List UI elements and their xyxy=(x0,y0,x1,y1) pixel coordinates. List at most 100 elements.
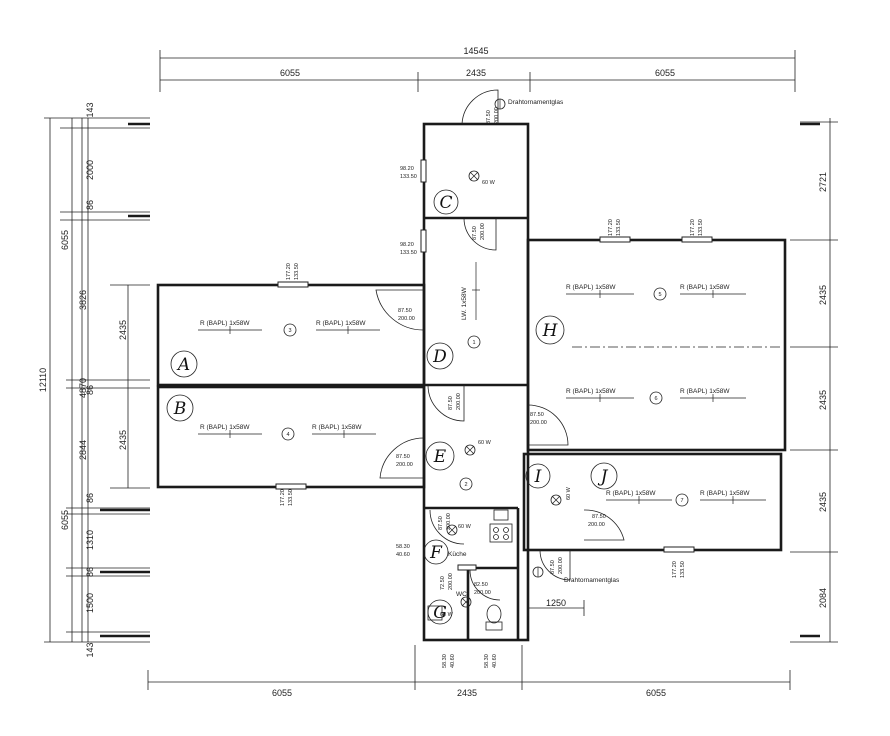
kitchen-door-height: 200.00 xyxy=(446,513,452,530)
window-h-2 xyxy=(681,236,713,243)
door-wc xyxy=(469,569,501,601)
j-door-height: 200.00 xyxy=(588,522,605,528)
zone-b: B xyxy=(173,399,187,419)
room-number-1: 1 xyxy=(472,340,475,346)
doors xyxy=(375,89,625,601)
dim-1250-group: 1250 xyxy=(527,598,585,616)
bulb-e-icon xyxy=(464,444,476,456)
window-kitchen xyxy=(457,564,477,571)
stove-icon xyxy=(489,523,513,543)
lamp-label-a1: R (BAPL) 1x58W xyxy=(200,320,250,327)
left-dimensions: 12110 6055 6055 3826 4870 2844 143 2000 … xyxy=(38,102,150,658)
bot-window1-width: 58.30 xyxy=(442,654,448,668)
zone-i: I xyxy=(534,467,542,487)
h-window1-height: 133.50 xyxy=(616,219,622,236)
bulb-outside-bottom-icon xyxy=(532,566,544,578)
lamp-label-b1: R (BAPL) 1x58W xyxy=(200,424,250,431)
window-j xyxy=(663,546,695,553)
room-number-4: 4 xyxy=(286,432,289,438)
dim-bottom-right: 6055 xyxy=(646,688,666,698)
d-door-width: 87.50 xyxy=(448,396,454,410)
dim-2435-r2: 2435 xyxy=(818,390,828,410)
wc-label: WC xyxy=(456,591,467,598)
walls xyxy=(156,122,787,642)
j-door-width: 87.50 xyxy=(592,514,606,520)
window-c xyxy=(420,159,427,183)
corr-window-width: 98.20 xyxy=(400,242,414,248)
door-d xyxy=(427,384,465,422)
zone-letters: A B C D E F G H I J xyxy=(166,189,618,625)
a-window-height: 133.50 xyxy=(294,263,300,280)
dim-86-d: 86 xyxy=(85,567,95,577)
dim-total-height: 12110 xyxy=(38,368,48,392)
room-number-7: 7 xyxy=(680,498,683,504)
b-window-height: 133.50 xyxy=(288,489,294,506)
toilet-icon xyxy=(486,604,502,624)
dim-2000: 2000 xyxy=(85,160,95,180)
kitchen-window-width: 58.30 xyxy=(396,544,410,550)
dim-bottom-middle: 2435 xyxy=(457,688,477,698)
room-number-2: 2 xyxy=(464,482,467,488)
washbasin-icon xyxy=(427,605,443,621)
a-window-width: 177.20 xyxy=(286,263,292,280)
right-dimensions: 2721 2435 2435 2435 2084 xyxy=(790,118,838,643)
bulb-e-label: 60 W xyxy=(478,440,492,446)
dim-total-width: 14545 xyxy=(463,46,488,56)
door-kitchen xyxy=(429,509,465,545)
top-dimensions: 14545 6055 2435 6055 xyxy=(159,46,796,92)
window-corridor xyxy=(420,229,427,253)
dim-86-c: 86 xyxy=(85,493,95,503)
bulb-j-label: 60 W xyxy=(566,486,572,500)
lamp-label-b2: R (BAPL) 1x58W xyxy=(312,424,362,431)
a-door-width: 87.50 xyxy=(398,308,412,314)
a-door-height: 200.00 xyxy=(398,316,415,322)
lamp-label-h1: R (BAPL) 1x58W xyxy=(566,284,616,291)
bottom-dimensions: 6055 2435 6055 xyxy=(147,645,791,698)
bulb-kitchen-label: 60 W xyxy=(458,524,472,530)
wc-door-height: 200.00 xyxy=(474,590,491,596)
c-door-height: 200.00 xyxy=(480,223,486,240)
h-window1-width: 177.20 xyxy=(608,219,614,236)
bot-window2-width: 58.30 xyxy=(484,654,490,668)
zone-g: G xyxy=(433,603,447,623)
dim-86-a: 86 xyxy=(85,200,95,210)
dim-2435-a: 2435 xyxy=(118,320,128,340)
c-door-width: 87.50 xyxy=(472,226,478,240)
lights: R (BAPL) 1x58W R (BAPL) 1x58W R (BAPL) 1… xyxy=(198,262,766,504)
bulb-outside-top-icon xyxy=(494,98,506,110)
dim-2084: 2084 xyxy=(818,588,828,608)
zone-f: F xyxy=(429,543,443,563)
h-window2-height: 133.50 xyxy=(698,219,704,236)
zone-h: H xyxy=(542,321,559,341)
bulb-wc-label: 60 W xyxy=(440,612,454,618)
dim-2435-b: 2435 xyxy=(118,430,128,450)
dim-2435-r3: 2435 xyxy=(818,492,828,512)
dim-left-upper: 6055 xyxy=(60,230,70,250)
dim-4870: 4870 xyxy=(78,378,88,398)
out-door-width: 87.50 xyxy=(550,560,556,574)
dim-bottom-left: 6055 xyxy=(272,688,292,698)
door-j xyxy=(583,509,625,541)
zone-d: D xyxy=(432,347,447,367)
kitchen-window-height: 40.60 xyxy=(396,552,410,558)
h-window2-width: 177.20 xyxy=(690,219,696,236)
dim-86-b: 86 xyxy=(85,385,95,395)
bulb-wc-icon xyxy=(460,596,472,608)
lamp-label-corridor: LW. 1x58W xyxy=(461,286,468,320)
dim-2844: 2844 xyxy=(78,440,88,460)
lamp-label-h3: R (BAPL) 1x58W xyxy=(566,388,616,395)
dim-top-left: 6055 xyxy=(280,68,300,78)
dim-1250: 1250 xyxy=(546,598,566,608)
j-window-width: 177.20 xyxy=(672,561,678,578)
lamp-label-j2: R (BAPL) 1x58W xyxy=(700,490,750,497)
c-window-height: 133.50 xyxy=(400,174,417,180)
zone-c: C xyxy=(439,193,452,213)
dim-3826: 3826 xyxy=(78,290,88,310)
zone-a: A xyxy=(176,355,190,375)
kitchen-door-width: 87.50 xyxy=(438,516,444,530)
window-h-1 xyxy=(599,236,631,243)
lamp-label-a2: R (BAPL) 1x58W xyxy=(316,320,366,327)
fixtures xyxy=(427,509,513,631)
room-number-6: 6 xyxy=(654,396,657,402)
